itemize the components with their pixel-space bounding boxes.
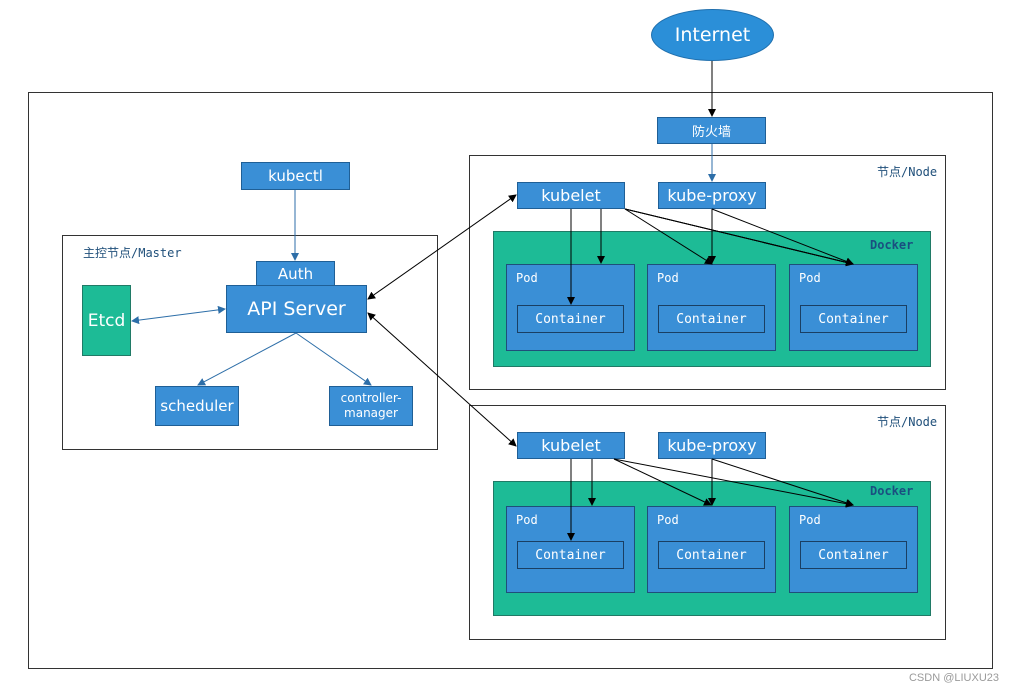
- container-box: Container: [800, 541, 907, 569]
- kube-proxy-label-1: kube-proxy: [667, 186, 757, 205]
- container-box: Container: [517, 541, 624, 569]
- controller-manager-label: controller- manager: [340, 391, 402, 420]
- kube-proxy-box-2: kube-proxy: [658, 432, 766, 459]
- api-server-label: API Server: [247, 298, 346, 320]
- kubectl-box: kubectl: [241, 162, 350, 190]
- scheduler-label: scheduler: [160, 397, 234, 415]
- pod-label: Pod: [516, 513, 538, 527]
- node-title-2: 节点/Node: [877, 415, 938, 429]
- container-box: Container: [658, 541, 765, 569]
- container-box: Container: [800, 305, 907, 333]
- pod-label: Pod: [799, 271, 821, 285]
- pod-label: Pod: [516, 271, 538, 285]
- docker-label-2: Docker: [870, 484, 914, 498]
- api-server-box: API Server: [226, 285, 367, 333]
- pod-label: Pod: [799, 513, 821, 527]
- container-box: Container: [658, 305, 765, 333]
- kubelet-label-2: kubelet: [541, 436, 601, 455]
- kubectl-label: kubectl: [268, 167, 323, 185]
- container-box: Container: [517, 305, 624, 333]
- kube-proxy-label-2: kube-proxy: [667, 436, 757, 455]
- pod-label: Pod: [657, 271, 679, 285]
- etcd-box: Etcd: [82, 285, 131, 356]
- pod-1-3: Pod Container: [789, 264, 918, 351]
- pod-label: Pod: [657, 513, 679, 527]
- node-title-1: 节点/Node: [877, 165, 938, 179]
- internet-node: Internet: [651, 9, 774, 61]
- docker-label-1: Docker: [870, 238, 914, 252]
- controller-manager-box: controller- manager: [329, 386, 413, 426]
- pod-1-2: Pod Container: [647, 264, 776, 351]
- pod-2-2: Pod Container: [647, 506, 776, 593]
- watermark: CSDN @LIUXU23: [908, 672, 999, 684]
- kubelet-box-2: kubelet: [517, 432, 625, 459]
- kube-proxy-box-1: kube-proxy: [658, 182, 766, 209]
- auth-box: Auth: [256, 261, 335, 286]
- master-title: 主控节点/Master: [83, 246, 182, 260]
- scheduler-box: scheduler: [155, 386, 239, 426]
- pod-2-1: Pod Container: [506, 506, 635, 593]
- kubelet-box-1: kubelet: [517, 182, 625, 209]
- etcd-label: Etcd: [87, 310, 126, 331]
- firewall-label: 防火墙: [691, 125, 731, 140]
- pod-2-3: Pod Container: [789, 506, 918, 593]
- auth-label: Auth: [277, 264, 314, 283]
- kubelet-label-1: kubelet: [541, 186, 601, 205]
- pod-1-1: Pod Container: [506, 264, 635, 351]
- internet-label: Internet: [674, 24, 751, 46]
- firewall-box: 防火墙: [657, 117, 766, 144]
